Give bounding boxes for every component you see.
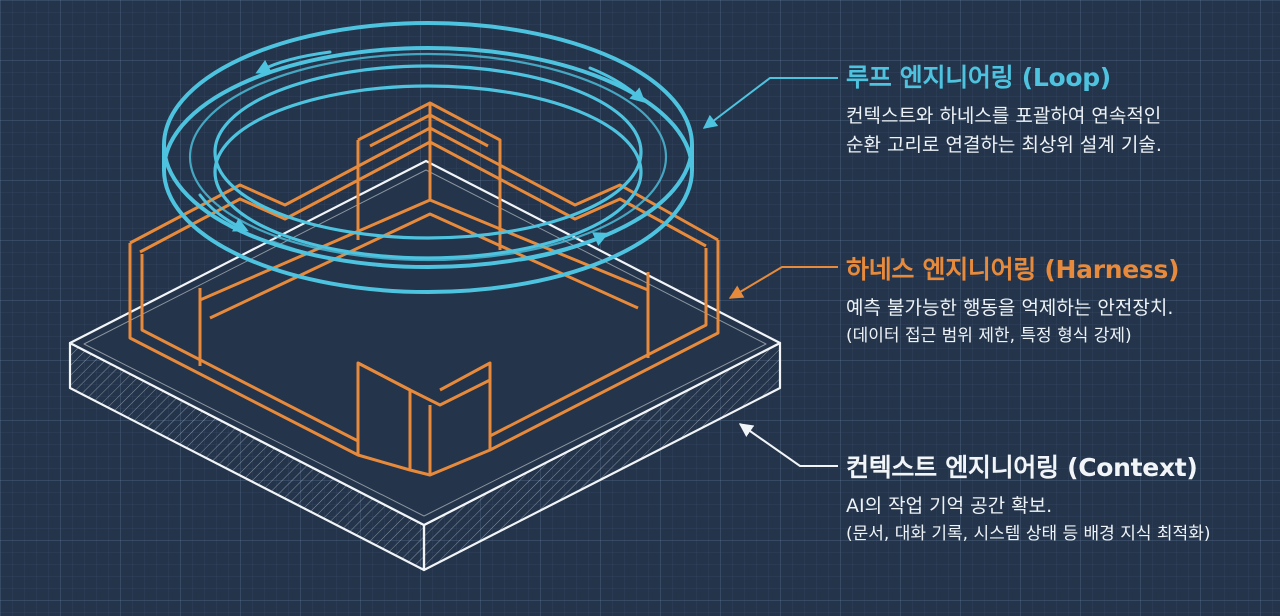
context-base-slab <box>68 159 782 572</box>
context-title: 컨텍스트 엔지니어링 (Context) <box>846 453 1198 482</box>
loop-leader-line <box>702 77 838 129</box>
context-desc-line-1: AI의 작업 기억 공간 확보. <box>846 495 1053 517</box>
context-leader-line <box>738 423 838 467</box>
harness-structure <box>128 101 720 477</box>
context-note: (문서, 대화 기록, 시스템 상태 등 배경 지식 최적화) <box>846 524 1211 544</box>
loop-ring <box>162 21 694 294</box>
loop-title: 루프 엔지니어링 (Loop) <box>846 63 1111 92</box>
loop-label: 루프 엔지니어링 (Loop) 컨텍스트와 하네스를 포괄하여 연속적인 순환 … <box>846 58 1266 160</box>
loop-desc-line-1: 컨텍스트와 하네스를 포괄하여 연속적인 <box>846 105 1162 127</box>
harness-desc-line-1: 예측 불가능한 행동을 억제하는 안전장치. <box>846 297 1174 319</box>
harness-title: 하네스 엔지니어링 (Harness) <box>846 255 1180 284</box>
harness-leader-line <box>728 266 838 299</box>
loop-desc-line-2: 순환 고리로 연결하는 최상위 설계 기술. <box>846 134 1162 156</box>
harness-note: (데이터 접근 범위 제한, 특정 형식 강제) <box>846 326 1132 346</box>
context-label: 컨텍스트 엔지니어링 (Context) AI의 작업 기억 공간 확보. (문… <box>846 448 1266 547</box>
harness-label: 하네스 엔지니어링 (Harness) 예측 불가능한 행동을 억제하는 안전장… <box>846 250 1266 349</box>
